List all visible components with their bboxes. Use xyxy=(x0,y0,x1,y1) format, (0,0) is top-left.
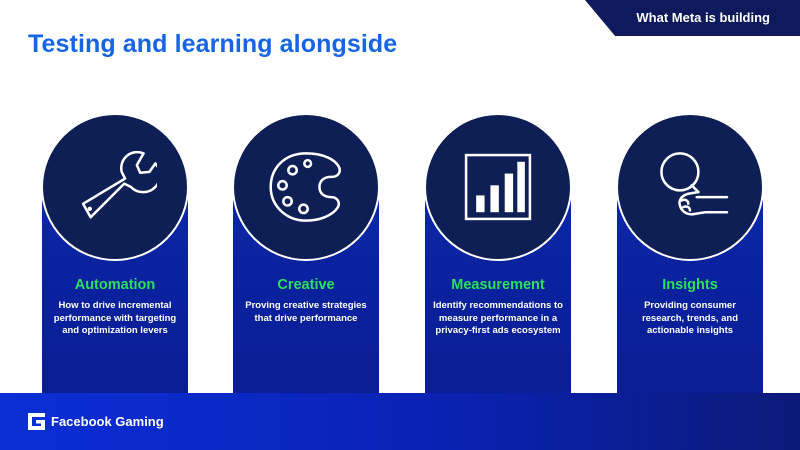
pillar-icon-circle xyxy=(232,113,380,261)
pillar-title: Measurement xyxy=(451,277,545,293)
section-tag: What Meta is building xyxy=(585,0,800,36)
pillar-icon-circle xyxy=(616,113,764,261)
pillar-description: How to drive incremental performance wit… xyxy=(53,300,177,336)
pillar-description: Providing consumer research, trends, and… xyxy=(641,300,739,336)
pillar-title: Insights xyxy=(662,277,718,293)
brand: Facebook Gaming xyxy=(28,413,164,430)
pillar-description: Proving creative strategies that drive p… xyxy=(245,300,367,324)
pillar-title: Creative xyxy=(277,277,335,293)
bar-chart-icon xyxy=(464,153,532,221)
facebook-gaming-logo-icon xyxy=(28,413,45,430)
pillar-icon-circle xyxy=(424,113,572,261)
magnifier-hand-icon xyxy=(660,152,729,216)
palette-icon xyxy=(269,152,341,222)
pillar-description: Identify recommendations to measure perf… xyxy=(433,300,563,336)
pillar-creative: Creative Proving creative strategies tha… xyxy=(232,113,380,396)
pillar-automation: Automation How to drive incremental perf… xyxy=(41,113,189,396)
wrench-icon xyxy=(81,150,157,219)
page-title: Testing and learning alongside xyxy=(28,30,398,58)
pillar-title: Automation xyxy=(74,277,156,293)
section-tag-label: What Meta is building xyxy=(636,10,770,25)
pillar-icon-circle xyxy=(41,113,189,261)
footer-bar: Facebook Gaming xyxy=(0,393,800,450)
pillar-measurement: Measurement Identify recommendations to … xyxy=(424,113,572,396)
brand-name: Facebook Gaming xyxy=(51,414,164,429)
pillar-insights: Insights Providing consumer research, tr… xyxy=(616,113,764,396)
